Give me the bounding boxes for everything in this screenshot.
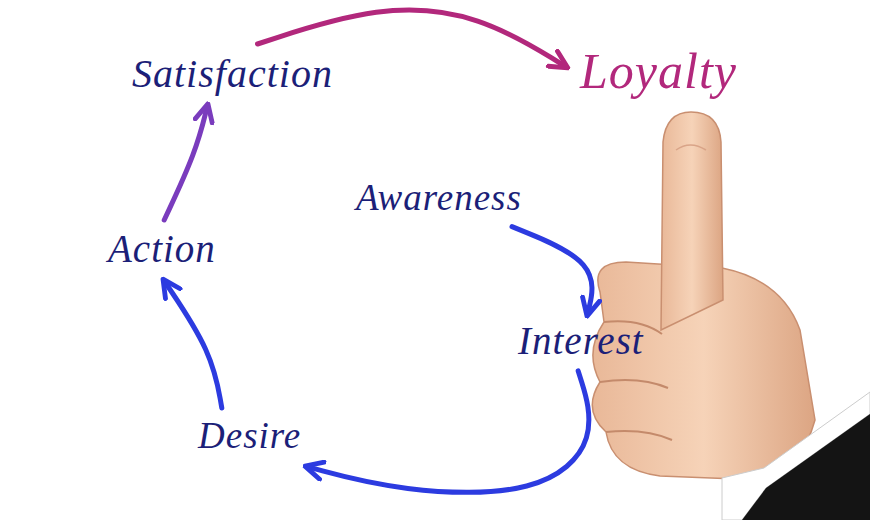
shirt-cuff: [722, 392, 870, 520]
jacket-sleeve: [742, 414, 870, 520]
step-label: Awareness: [356, 178, 522, 219]
step-label: Interest: [518, 320, 644, 363]
flow-arrow: [512, 227, 592, 314]
finger-crease: [606, 431, 672, 440]
step-label: Desire: [198, 416, 301, 457]
finger-crease: [600, 380, 668, 388]
flow-step: Satisfaction: [128, 50, 337, 98]
flow-step: Awareness: [352, 176, 526, 221]
knuckle-line: [676, 145, 706, 150]
flow-step: Interest: [514, 318, 648, 365]
step-label: Loyalty: [580, 44, 737, 99]
step-label: Action: [108, 228, 216, 271]
index-finger: [661, 112, 723, 330]
flow-step: Loyalty: [576, 42, 741, 101]
step-label: Satisfaction: [132, 52, 333, 96]
flow-step: Action: [104, 226, 220, 273]
flow-arrow: [164, 106, 207, 220]
flow-arrow: [307, 371, 589, 492]
flow-step: Desire: [194, 414, 305, 459]
flow-arrow: [164, 281, 222, 408]
